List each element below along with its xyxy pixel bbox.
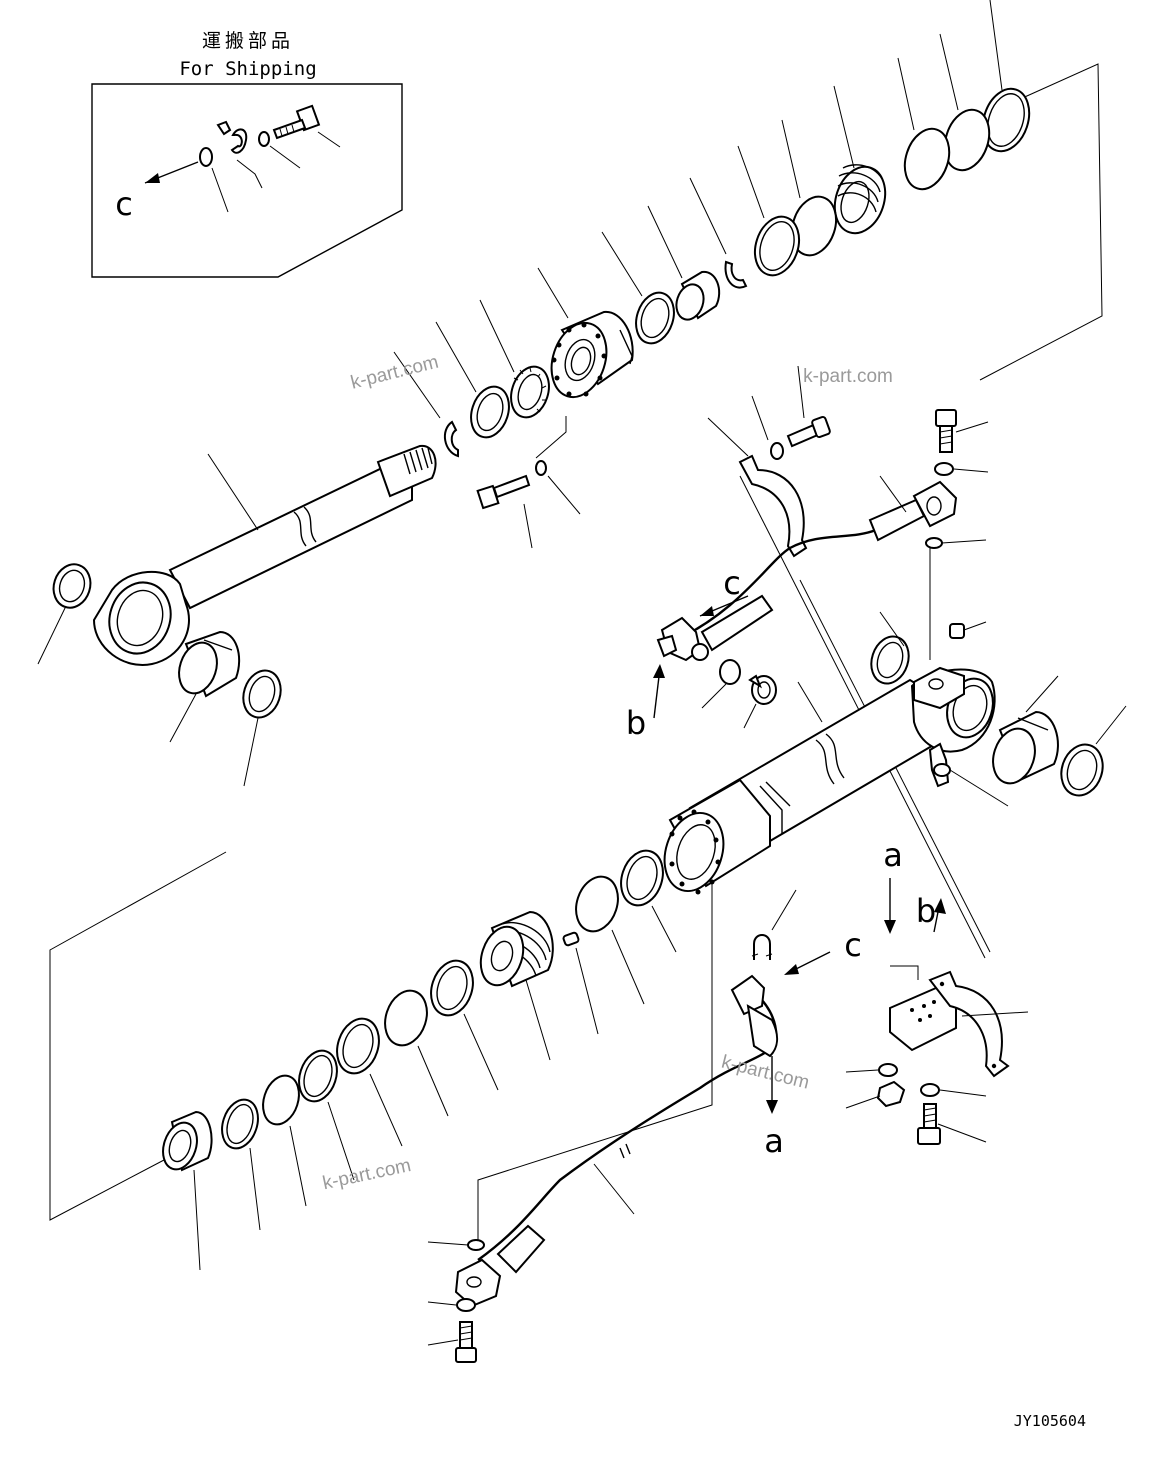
label-a-bracket: a (883, 836, 903, 874)
upper-hose-icon (656, 475, 958, 662)
wear-ring-1-icon (430, 959, 474, 1017)
arrow-a-bracket-icon (884, 920, 896, 934)
rod-eye-parts (37, 563, 282, 787)
label-b-bracket: b (916, 892, 936, 930)
bottom-eye-seal-right-icon (1060, 743, 1104, 797)
label-c-shipping: c (115, 185, 133, 223)
shipping-washer-icon (258, 131, 270, 147)
u-bolt-icon (751, 934, 773, 960)
upper-elbow-fitting-icon (656, 616, 709, 662)
drain-plug-icon (748, 674, 777, 705)
rod-eye-bushing-icon (178, 630, 241, 698)
callout-upper: c b (626, 564, 749, 742)
arrow-c-lower-icon (784, 964, 799, 975)
hose-sleeve-icon (700, 594, 774, 652)
label-c-upper: c (723, 564, 741, 602)
shipping-bolt-icon (272, 104, 321, 140)
lower-oring-icon (467, 1239, 485, 1251)
flange-washer-upper-icon (934, 462, 954, 476)
shipping-oring-icon (199, 147, 213, 167)
lower-hose-group: c a (427, 889, 862, 1363)
head-washer-icon (535, 460, 547, 476)
rod-eye-seal-left-icon (52, 563, 92, 609)
rod-ring-6-icon (635, 291, 675, 345)
rod-bushing-icon (675, 270, 721, 321)
bottom-eye-bushing-icon (992, 710, 1059, 785)
bracket-washer-2-icon (920, 1083, 940, 1097)
rod-ring-2-icon (943, 108, 991, 172)
rod-eye-seal-right-icon (242, 669, 282, 719)
lower-clamp-band-icon (928, 970, 1010, 1078)
arrow-b-bracket-icon (934, 898, 946, 914)
head-bolt-icon (476, 474, 531, 510)
label-c-lower: c (844, 926, 862, 964)
label-b-upper: b (626, 704, 646, 742)
upper-flange-icon (912, 480, 958, 528)
flange-oring-upper-icon (925, 537, 943, 549)
watermark-3: k-part.com (719, 1052, 811, 1094)
bracket-nut-icon (876, 1080, 906, 1108)
piston-ring-1-icon (620, 849, 664, 907)
buffer-ring-icon (510, 365, 550, 419)
lower-bolt-icon (455, 1321, 477, 1363)
seal-ring-2-icon (262, 1074, 300, 1126)
wear-ring-3-icon (336, 1017, 380, 1075)
clamp-bolt-icon (786, 415, 831, 448)
drawing-number: JY105604 (1014, 1412, 1086, 1430)
rod-packing-icon (470, 385, 510, 439)
snap-ring-icon (724, 260, 748, 289)
upper-flange-fasteners (925, 409, 989, 549)
hose-clamp-band-icon (738, 454, 808, 558)
watermark-2: k-part.com (803, 366, 893, 387)
label-a-lower: a (764, 1122, 784, 1160)
lower-elbow-flange-icon (454, 1224, 546, 1308)
rod-snap-ring-icon (443, 420, 459, 458)
seal-ring-1-icon (298, 1049, 338, 1103)
upper-clamp-group (707, 365, 831, 558)
seal-ring-3-icon (221, 1098, 259, 1150)
cylinder-head-icon (550, 310, 634, 399)
fitting-oring-icon (719, 659, 741, 685)
shipping-clamp-icon (216, 120, 248, 154)
piston-nut-icon (833, 164, 887, 235)
bottom-eye-parts (870, 611, 1127, 797)
piston-icon (479, 910, 554, 988)
cylinder-tube-icon (663, 666, 996, 895)
rod-ring-4-icon (790, 195, 838, 257)
piston-rod-icon (92, 444, 437, 666)
cushion-collar-icon (162, 1110, 213, 1172)
piston-ring-2-icon (575, 875, 619, 933)
flange-bolt-upper-icon (935, 409, 957, 453)
grease-nipple-icon (949, 621, 987, 639)
bracket-washer-1-icon (878, 1063, 898, 1077)
lower-washer-icon (456, 1298, 476, 1312)
watermark-4: k-part.com (321, 1155, 413, 1194)
shipping-frame (91, 83, 403, 278)
arrow-b-upper-icon (653, 664, 665, 678)
top-row-seals (393, 0, 1031, 549)
arrow-a-lower-icon (766, 1100, 778, 1114)
bracket-bolt-icon (917, 1103, 941, 1145)
watermark-1: k-part.com (349, 352, 441, 394)
clamp-washer-icon (770, 442, 784, 460)
lower-upper-flange-icon (730, 974, 778, 1058)
rod-ring-3-icon (903, 127, 951, 191)
bottom-eye-seal-left-icon (870, 635, 910, 685)
shipping-inset: 運搬部品 For Shipping c (91, 30, 403, 278)
shipping-title-jp: 運搬部品 (202, 30, 294, 52)
arrow-c-upper-icon (700, 606, 714, 616)
check-valve-icon (928, 742, 1009, 807)
piston-row (162, 849, 677, 1271)
wear-ring-2-icon (384, 989, 428, 1047)
piston-pin-icon (562, 931, 580, 947)
shipping-title-en: For Shipping (179, 58, 316, 80)
lower-bracket-group: a b (845, 836, 1029, 1145)
